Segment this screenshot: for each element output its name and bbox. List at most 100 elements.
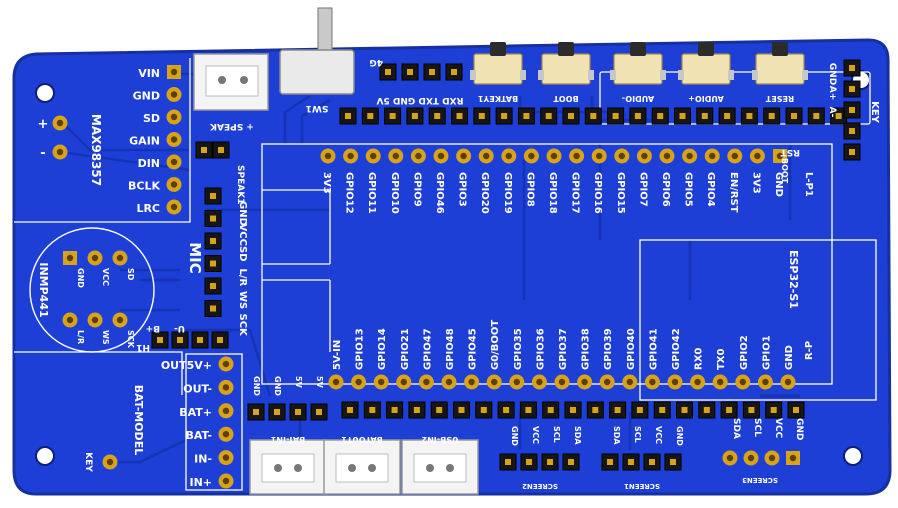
bat-model-pin-label: IN+ — [189, 476, 212, 489]
esp-bottom-pin — [554, 374, 570, 390]
esp-bottom-pin-label: GPIO21 — [400, 328, 411, 370]
bat-model-pin-label: OUT- — [183, 382, 212, 395]
inmp441-pad — [112, 312, 128, 328]
screen1-pin-label: VCC — [654, 426, 663, 444]
max98357-pin-pad — [166, 154, 182, 170]
inmp441-pad — [62, 312, 78, 328]
esp-top-pin — [614, 148, 630, 164]
screen1-pin — [643, 453, 661, 471]
esp-bottom-pin-label: GPIO42 — [671, 328, 682, 370]
esp-top-pin-label: GPIO4 — [705, 172, 716, 207]
esp-bottom-pin — [780, 374, 796, 390]
button-label: AUDIO+ — [688, 94, 724, 103]
esp-top-pin — [636, 148, 652, 164]
top-long-header-pin — [740, 107, 758, 125]
bottom-long-header-pin — [631, 401, 649, 419]
mounting-hole — [35, 83, 55, 103]
esp-bottom-pin — [464, 374, 480, 390]
trace — [110, 438, 187, 464]
bottom-long-header-pin — [475, 401, 493, 419]
button-boot[interactable] — [538, 42, 594, 85]
top-long-header-pin — [807, 107, 825, 125]
top-long-header-pin — [562, 107, 580, 125]
uart-header-pin — [379, 63, 397, 81]
button-batkey1[interactable] — [470, 42, 526, 85]
bottom-long-header-pin — [341, 401, 359, 419]
top-long-header-pin — [785, 107, 803, 125]
bottom-long-header-pin — [676, 401, 693, 419]
rst-label: RST — [780, 147, 800, 157]
button-audio-[interactable] — [610, 42, 666, 85]
connector-label: BAT-IN1 — [270, 435, 305, 444]
inmp441-pad-label: WS — [101, 330, 110, 345]
esp-top-pin-label: GPIO46 — [434, 172, 445, 214]
bottom-power-pin — [247, 403, 265, 421]
esp-top-pin — [320, 148, 336, 164]
bottom-power-pin — [289, 403, 307, 421]
screen1-pin — [664, 453, 682, 471]
screen3-pad — [722, 450, 738, 466]
button-reset[interactable] — [752, 42, 808, 85]
bottom-long-header-pin — [564, 401, 582, 419]
esp-top-pin-label: GPIO10 — [389, 172, 400, 214]
esp-bottom-pin — [735, 374, 751, 390]
esp-top-pin-label: GPIO18 — [547, 172, 558, 214]
esp-bottom-pin — [690, 374, 706, 390]
boot-label: BOOT — [780, 158, 789, 184]
esp-top-pin-label: GPIO16 — [592, 172, 603, 214]
u-minus-label: U- — [174, 323, 185, 333]
esp-top-pin — [682, 148, 698, 164]
bat-model-pin — [218, 426, 234, 442]
bat-model-pin — [218, 403, 234, 419]
power-switch[interactable] — [279, 7, 355, 95]
esp-top-pin-label: 3V3 — [750, 172, 761, 194]
esp-top-pin — [523, 148, 539, 164]
esp-bottom-pin-label: GPIO35 — [513, 328, 524, 370]
max98357-pin-pad — [166, 177, 182, 192]
bottom-long-header-pin — [586, 401, 604, 419]
h1-header-pin — [171, 331, 189, 349]
esp-bottom-pin — [712, 374, 728, 390]
screen2-label: SCREEN2 — [522, 482, 558, 490]
esp-bottom-pin-label: GPIO39 — [603, 328, 614, 370]
esp-top-pin-label: EN/RST — [728, 172, 739, 213]
top-long-header-pin — [540, 107, 558, 125]
esp-bottom-pin-label: GPIO48 — [445, 328, 456, 370]
mic-header-label: L/R — [237, 269, 248, 287]
connector-label: USB-IN2 — [422, 435, 459, 444]
speak1-label: SPEAK1 — [235, 165, 245, 204]
inmp441-pad — [87, 312, 103, 328]
esp-bottom-pin-label: GPIO14 — [377, 328, 388, 370]
screen1-pin-label: GND — [675, 426, 684, 446]
esp-top-pin-label: GPIO19 — [502, 172, 513, 214]
bottom-long-header-pin — [542, 401, 560, 419]
key-header-pin — [843, 122, 861, 140]
esp-bottom-pin-label: GPIO37 — [558, 328, 569, 370]
connector-batout1 — [323, 439, 401, 495]
bat-key-pad — [102, 454, 118, 470]
max98357-pin-pad — [166, 87, 182, 102]
screen3-pin-label: SCL — [752, 418, 762, 437]
esp-top-pin-label: GPIO11 — [366, 172, 377, 214]
bottom-long-header-pin — [408, 401, 426, 419]
button-audio-[interactable] — [678, 42, 734, 85]
bat-model-title: BAT-MODEL — [132, 385, 145, 455]
esp-top-pin — [569, 148, 585, 164]
mic-header-pin — [204, 255, 222, 272]
minus-label: - — [40, 146, 45, 161]
top-long-header-pin — [339, 107, 357, 125]
esp-bottom-pin-label: GND — [784, 345, 795, 370]
bat-model-pin-label: BAT+ — [179, 406, 212, 419]
esp-top-pin — [749, 148, 765, 164]
top-long-header-pin — [629, 107, 647, 125]
screen2-pin — [541, 453, 559, 471]
screen3-pad — [764, 450, 780, 466]
mic-title: MIC — [186, 242, 204, 274]
screen2-pin-label: SDA — [573, 426, 582, 445]
esp-bottom-pin — [486, 374, 502, 390]
mic-header-pin — [204, 300, 222, 317]
speak-label: + SPEAK — [209, 121, 254, 131]
esp-top-pin-label: GPIO3 — [457, 172, 468, 207]
max98357-pin-label: VIN — [138, 67, 160, 80]
